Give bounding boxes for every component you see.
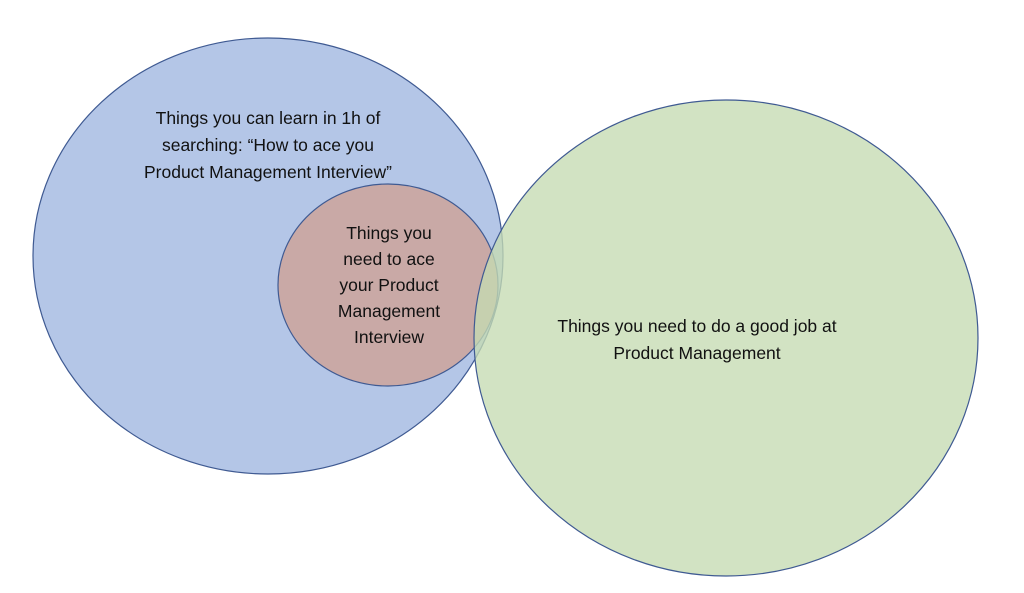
label-line: Product Management Interview” [143, 162, 393, 182]
label-line: Things you [346, 223, 432, 243]
label-line: Interview [353, 327, 425, 347]
label-line: Product Management [613, 343, 781, 363]
job-set-circle [473, 99, 979, 577]
label-line: searching: “How to ace you [161, 135, 375, 155]
label-line: your Product [339, 275, 439, 295]
label-line: need to ace [343, 249, 435, 269]
label-line: Things you need to do a good job at [557, 316, 837, 336]
search-set-label: Things you can learn in 1h of searching:… [144, 105, 392, 186]
job-set-label: Things you need to do a good job at Prod… [557, 313, 836, 367]
label-line: Management [337, 301, 441, 321]
interview-set-label: Things you need to ace your Product Mana… [338, 220, 440, 350]
label-line: Things you can learn in 1h of [155, 108, 381, 128]
